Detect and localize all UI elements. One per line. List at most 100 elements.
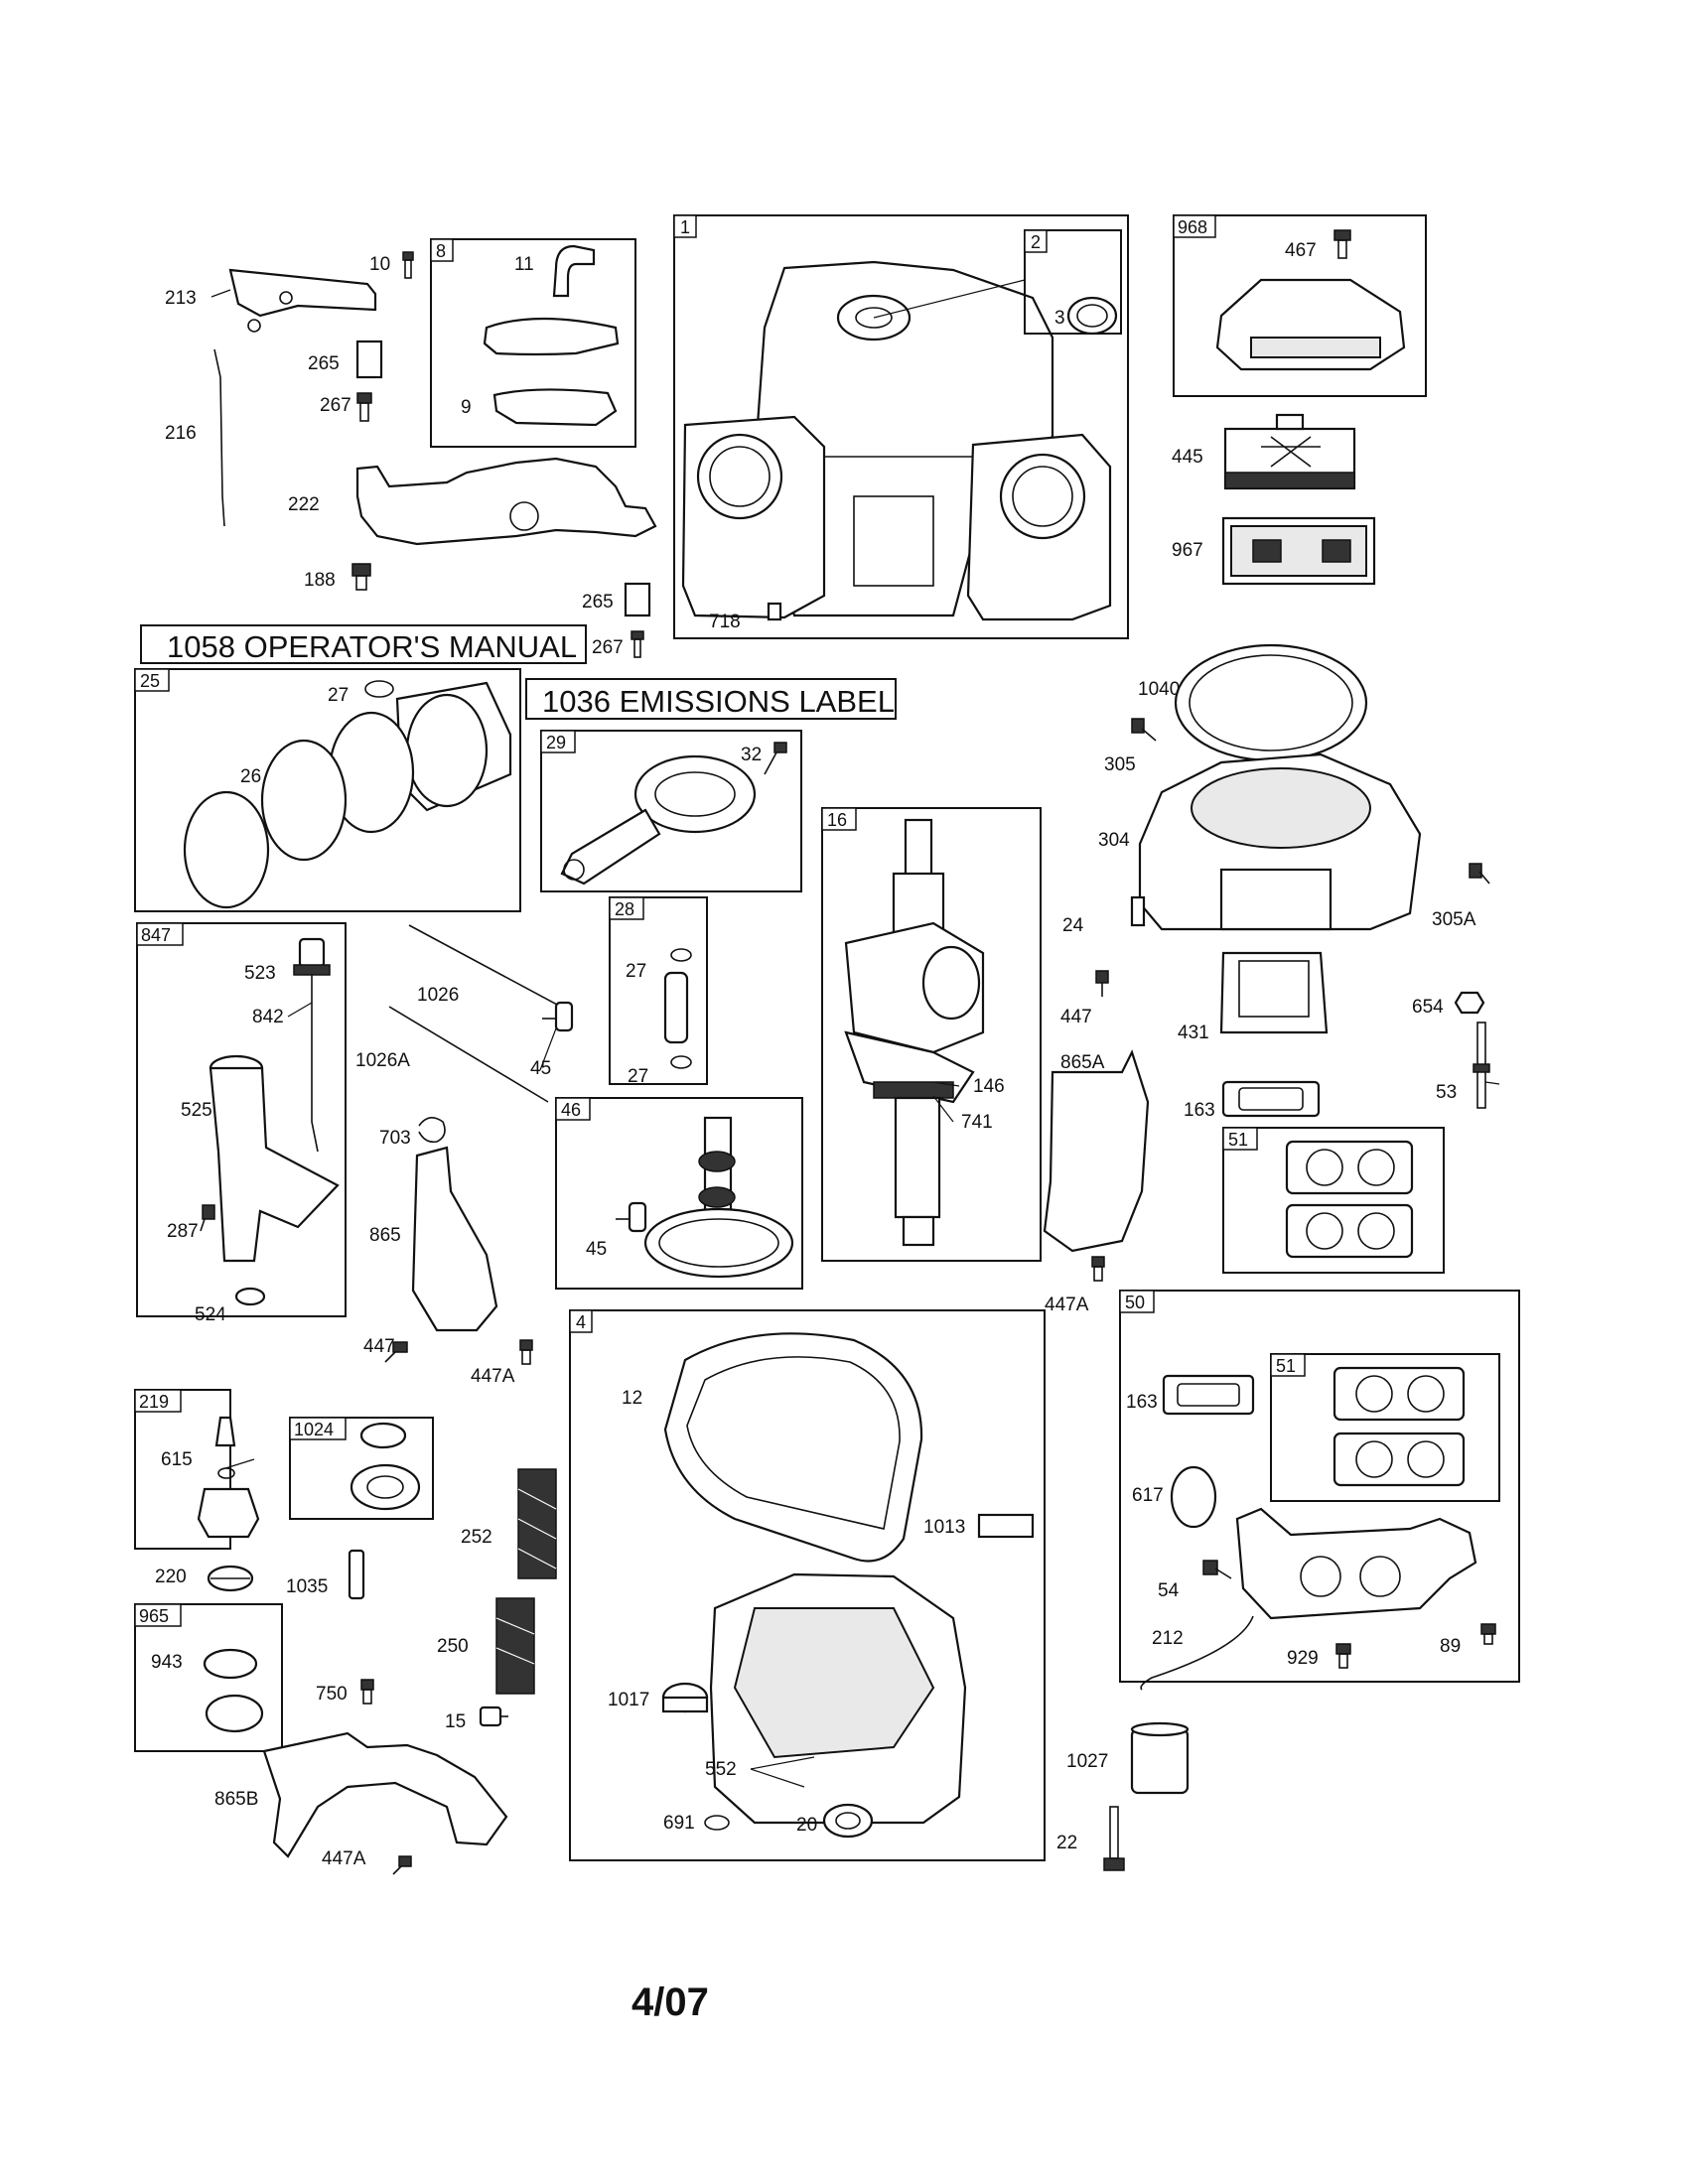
label-929: 929 [1287,1648,1319,1669]
shroud-865 [411,1146,498,1332]
washer-691 [704,1815,730,1831]
pre-cleaner-967 [1221,516,1376,586]
box-29 [540,730,802,892]
label-27-clip-top: 27 [626,961,646,982]
screw-89 [1480,1623,1496,1645]
box-25-label: 25 [140,671,160,691]
screw-267-top [356,392,372,422]
label-27-ring: 27 [328,685,349,706]
label-163-top: 163 [1184,1100,1215,1121]
label-15: 15 [445,1711,466,1732]
label-750: 750 [316,1684,348,1705]
label-53: 53 [1436,1082,1457,1103]
knob-467 [1333,229,1351,259]
screen-250 [495,1597,535,1695]
label-267-top: 267 [320,395,351,416]
label-32: 32 [741,745,762,765]
plate-965 [205,1694,264,1733]
box-50 [1119,1290,1520,1683]
gasket-163-bottom [1162,1374,1255,1416]
screw-750 [360,1679,374,1705]
oring-524 [234,1287,266,1306]
label-445: 445 [1172,447,1203,468]
box-51-top-label: 51 [1228,1130,1248,1150]
label-220: 220 [155,1567,187,1587]
label-20: 20 [796,1815,817,1836]
pushrod-1026 [408,924,573,1014]
spring-265-top [355,340,383,379]
filter-1013 [977,1513,1035,1539]
label-10: 10 [369,254,390,275]
box-8-label: 8 [436,241,446,261]
label-188: 188 [304,570,336,591]
label-967: 967 [1172,540,1203,561]
label-1026A: 1026A [355,1050,410,1071]
box-847-label: 847 [141,925,171,945]
label-552: 552 [705,1759,737,1780]
breather-cover [483,317,620,356]
label-265-top: 265 [308,353,340,374]
label-865B: 865B [214,1789,258,1810]
box-50-label: 50 [1125,1293,1145,1312]
dipstick-842 [311,975,319,1153]
label-250: 250 [437,1636,469,1657]
dowel-pin-718 [767,602,782,621]
pin-1035 [348,1549,365,1600]
label-523: 523 [244,963,276,984]
gear-220 [207,1565,254,1592]
crankshaft [844,818,985,1247]
breather-tube-11 [552,244,596,298]
label-447A-mid: 447A [1045,1295,1089,1315]
screw-305 [1131,718,1157,742]
leader-lines [210,289,1500,1788]
drain-plug-22 [1103,1806,1125,1871]
box-28-label: 28 [615,899,634,919]
box-51-bottom [1270,1353,1500,1502]
governor-bracket-213 [228,268,377,333]
gasket-1040 [1174,643,1368,762]
screw-54 [1202,1560,1232,1579]
box-965-label: 965 [139,1606,169,1626]
revision-date: 4/07 [632,1980,709,2024]
label-691: 691 [663,1813,695,1834]
label-1027: 1027 [1066,1751,1108,1772]
label-615: 615 [161,1449,193,1470]
crankcase-cover [709,1572,967,1825]
oil-pump-rotor-1024 [350,1422,421,1511]
screw-447-left [384,1341,408,1363]
label-213: 213 [165,288,197,309]
gaskets-51-bottom [1333,1366,1466,1487]
label-222: 222 [288,494,320,515]
piston-pin [663,971,689,1044]
screw-32 [764,742,787,775]
connecting-rod [560,754,757,886]
label-304: 304 [1098,830,1130,851]
label-1017: 1017 [608,1690,649,1710]
ring-2 [260,739,348,862]
label-3: 3 [1054,308,1065,329]
box-28 [609,896,708,1085]
box-8 [430,238,636,448]
label-1040: 1040 [1138,679,1180,700]
label-26: 26 [240,766,261,787]
screw-287 [200,1204,215,1232]
gasket-163-top [1221,1080,1321,1118]
box-29-label: 29 [546,733,566,752]
label-741: 741 [961,1112,993,1133]
intake-manifold [1235,1507,1477,1620]
valve-tappet-45a [542,1001,574,1032]
box-2-label: 2 [1031,232,1041,252]
label-216: 216 [165,423,197,444]
clip-703 [418,1117,446,1144]
emissions-label-box [525,678,897,720]
crankcase-block [681,260,1112,621]
clip-27-top [670,948,692,962]
dipstick-cap-523 [293,937,331,976]
shroud-865B [262,1731,508,1858]
label-267-bottom: 267 [592,637,624,658]
label-943: 943 [151,1652,183,1673]
clip-27-bottom [670,1055,692,1069]
valve-tappet-45b [616,1201,647,1233]
label-27-clip-bottom: 27 [628,1066,648,1087]
